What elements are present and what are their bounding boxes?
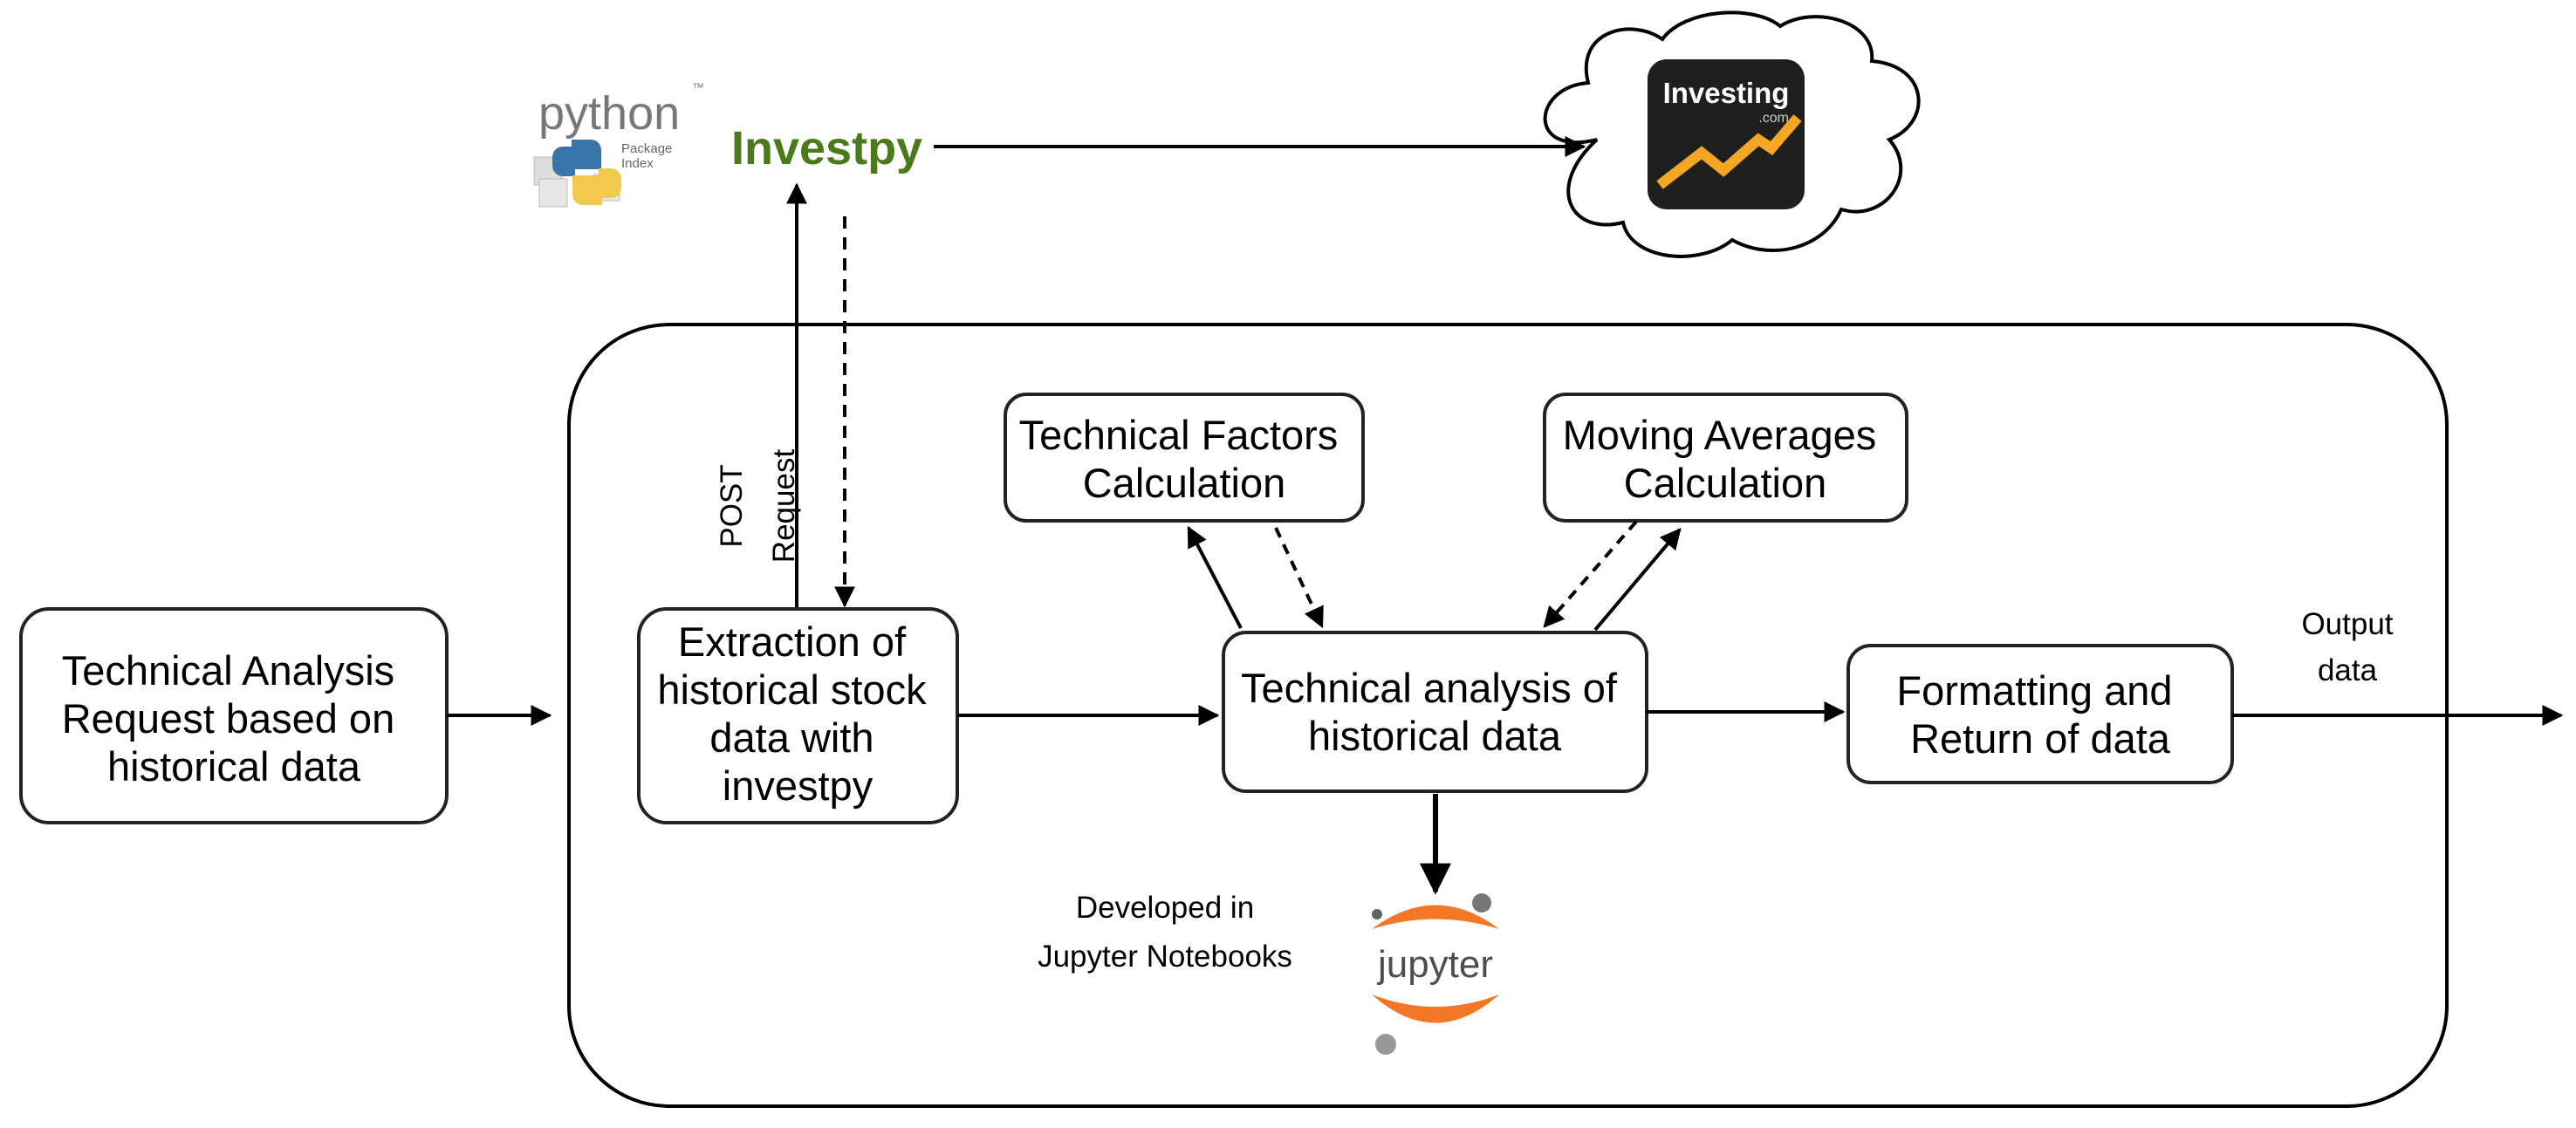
node-formatting: Formatting and Return of data (1846, 644, 2234, 784)
chart-line-icon (1656, 114, 1802, 189)
python-logo-sub2: Index (621, 156, 654, 171)
arrow-analysis-to-factors (1187, 525, 1243, 629)
python-logo-sub1: Package (621, 141, 672, 156)
node-formatting-line-1: Formatting and (1896, 667, 2172, 714)
node-request-line-3: historical data (107, 743, 361, 790)
node-moving-averages: Moving Averages Calculation (1543, 393, 1908, 523)
investing-logo-sub: .com (1758, 111, 1789, 126)
node-extraction-line-3: data with (709, 714, 874, 761)
svg-text:Technical Factors Calcul: Technical Factors Calculation (1019, 412, 1350, 506)
node-technical-analysis-request: Technical Analysis Request based on hist… (19, 607, 449, 824)
python-cubes-icon (533, 140, 621, 208)
investing-logo-word: Investing (1663, 77, 1790, 109)
request-label: Request (767, 449, 801, 564)
svg-text:Technical Analysis Reque: Technical Analysis Request based on hist… (62, 647, 407, 790)
post-label: POST (715, 464, 749, 547)
python-logo-tm: ™ (692, 80, 704, 94)
node-factors-line-1: Technical Factors (1019, 412, 1339, 458)
node-analysis-line-1: Technical analysis of (1241, 665, 1618, 711)
svg-text:Formatting and Return of: Formatting and Return of data (1896, 667, 2183, 762)
python-package-index-logo: python ™ Package Index (533, 80, 704, 208)
node-request-line-1: Technical Analysis (62, 647, 394, 694)
node-technical-analysis: Technical analysis of historical data (1222, 631, 1648, 793)
investing-logo: Investing .com (1648, 59, 1805, 209)
node-technical-factors: Technical Factors Calculation (1004, 393, 1365, 523)
arrow-analysis-to-averages (1593, 528, 1682, 632)
output-label: Output (2301, 607, 2393, 641)
developed-in-label: Developed in (1076, 891, 1254, 925)
arrow-factors-to-analysis (1274, 527, 1324, 629)
node-extraction-line-2: historical stock (657, 667, 927, 713)
node-averages-line-2: Calculation (1624, 460, 1827, 506)
node-extraction-line-1: Extraction of (678, 619, 907, 665)
svg-text:Technical analysis of hi: Technical analysis of historical data (1241, 665, 1628, 759)
node-extraction-line-4: investpy (723, 762, 874, 809)
node-averages-line-1: Moving Averages (1563, 412, 1877, 458)
investpy-label: Investpy (731, 122, 922, 174)
jupyter-notebooks-label: Jupyter Notebooks (1038, 940, 1292, 974)
svg-text:Moving Averages Calculat: Moving Averages Calculation (1563, 412, 1888, 506)
svg-text:Extraction of historical: Extraction of historical stock data with… (657, 619, 937, 809)
python-logo-word: python (538, 87, 680, 140)
node-analysis-line-2: historical data (1308, 713, 1562, 759)
output-data-label: data (2318, 653, 2378, 687)
node-extraction: Extraction of historical stock data with… (637, 607, 959, 824)
arrow-averages-to-analysis (1543, 520, 1638, 628)
jupyter-logo-word: jupyter (1376, 943, 1493, 986)
node-factors-line-2: Calculation (1083, 460, 1286, 506)
jupyter-logo: jupyter (1372, 893, 1499, 1055)
node-formatting-line-2: Return of data (1910, 715, 2171, 762)
node-request-line-2: Request based on (62, 695, 395, 742)
